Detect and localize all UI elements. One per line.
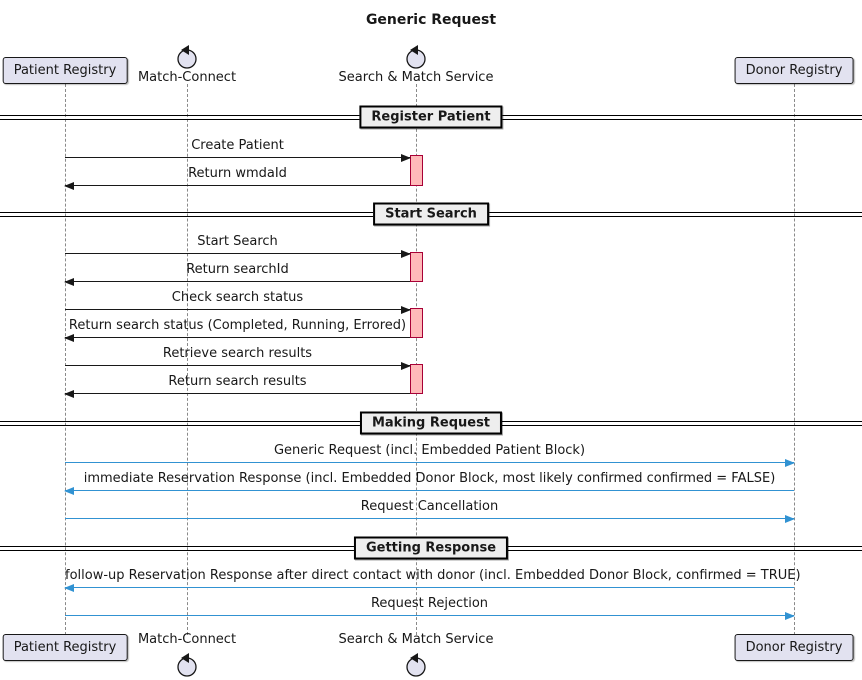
control-icon xyxy=(406,653,426,677)
message-arrow xyxy=(64,390,410,398)
message-label: Request Cancellation xyxy=(360,499,499,514)
message-arrow xyxy=(65,306,411,314)
message-arrow xyxy=(64,487,794,495)
activation-bar xyxy=(410,155,423,186)
activation-bar xyxy=(410,252,423,282)
message-request-cancellation: Request Cancellation xyxy=(65,499,795,523)
lifeline-donor-registry xyxy=(794,84,795,635)
diagram-title: Generic Request xyxy=(365,12,497,28)
message-return-wmdaid: Return wmdaId xyxy=(64,166,410,190)
message-arrow xyxy=(64,278,410,286)
message-check-search-status: Check search status xyxy=(65,290,411,314)
participant-match-connect-top: Match-Connect xyxy=(137,70,237,85)
message-label: Return search status (Completed, Running… xyxy=(68,318,407,333)
message-immediate-reservation-response: immediate Reservation Response (incl. Em… xyxy=(64,471,794,495)
message-label: Create Patient xyxy=(191,138,284,153)
divider-label: Getting Response xyxy=(353,536,509,560)
participant-donor-registry-bottom: Donor Registry xyxy=(734,634,854,661)
divider-start-search: Start Search xyxy=(0,202,862,226)
message-arrow xyxy=(64,334,410,342)
control-icon xyxy=(177,45,197,69)
control-icon xyxy=(177,653,197,677)
message-return-searchid: Return searchId xyxy=(64,262,410,286)
control-icon xyxy=(406,45,426,69)
message-arrow xyxy=(64,182,410,190)
message-arrow xyxy=(65,154,411,162)
message-label: Request Rejection xyxy=(370,596,489,611)
message-arrow xyxy=(65,459,795,467)
participant-search-match-service-top: Search & Match Service xyxy=(338,70,494,85)
lifeline-search-match-service xyxy=(416,84,417,635)
message-label: Generic Request (incl. Embedded Patient … xyxy=(273,443,586,458)
participant-patient-registry-top: Patient Registry xyxy=(2,57,128,84)
message-label: Retrieve search results xyxy=(162,346,313,361)
activation-bar xyxy=(410,364,423,394)
message-retrieve-search-results: Retrieve search results xyxy=(65,346,411,370)
message-return-search-status: Return search status (Completed, Running… xyxy=(64,318,410,342)
message-start-search: Start Search xyxy=(65,234,411,258)
message-create-patient: Create Patient xyxy=(65,138,411,162)
divider-register-patient: Register Patient xyxy=(0,105,862,129)
message-arrow xyxy=(65,362,411,370)
lifeline-patient-registry xyxy=(65,84,66,635)
message-arrow xyxy=(64,584,794,592)
participant-label: Donor Registry xyxy=(745,640,843,655)
lifeline-match-connect xyxy=(187,84,188,635)
participant-match-connect-bottom: Match-Connect xyxy=(137,632,237,647)
activation-bar xyxy=(410,308,423,338)
message-label: follow-up Reservation Response after dir… xyxy=(65,568,801,583)
message-followup-reservation-response: follow-up Reservation Response after dir… xyxy=(64,568,801,592)
message-label: Return wmdaId xyxy=(188,166,287,181)
divider-label: Start Search xyxy=(373,202,489,226)
participant-donor-registry-top: Donor Registry xyxy=(734,57,854,84)
message-label: immediate Reservation Response (incl. Em… xyxy=(83,471,776,486)
participant-search-match-service-bottom: Search & Match Service xyxy=(338,632,494,647)
divider-label: Register Patient xyxy=(359,105,503,129)
participant-label: Donor Registry xyxy=(745,63,843,78)
message-arrow xyxy=(65,612,795,620)
message-label: Check search status xyxy=(171,290,304,305)
message-request-rejection: Request Rejection xyxy=(65,596,795,620)
message-arrow xyxy=(65,515,795,523)
message-label: Return search results xyxy=(168,374,307,389)
message-label: Return searchId xyxy=(186,262,289,277)
participant-label: Patient Registry xyxy=(13,640,117,655)
message-label: Start Search xyxy=(197,234,278,249)
divider-label: Making Request xyxy=(359,411,503,435)
divider-making-request: Making Request xyxy=(0,411,862,435)
message-return-search-results: Return search results xyxy=(64,374,410,398)
message-arrow xyxy=(65,250,411,258)
message-generic-request: Generic Request (incl. Embedded Patient … xyxy=(65,443,795,467)
participant-patient-registry-bottom: Patient Registry xyxy=(2,634,128,661)
participant-label: Patient Registry xyxy=(13,63,117,78)
divider-getting-response: Getting Response xyxy=(0,536,862,560)
